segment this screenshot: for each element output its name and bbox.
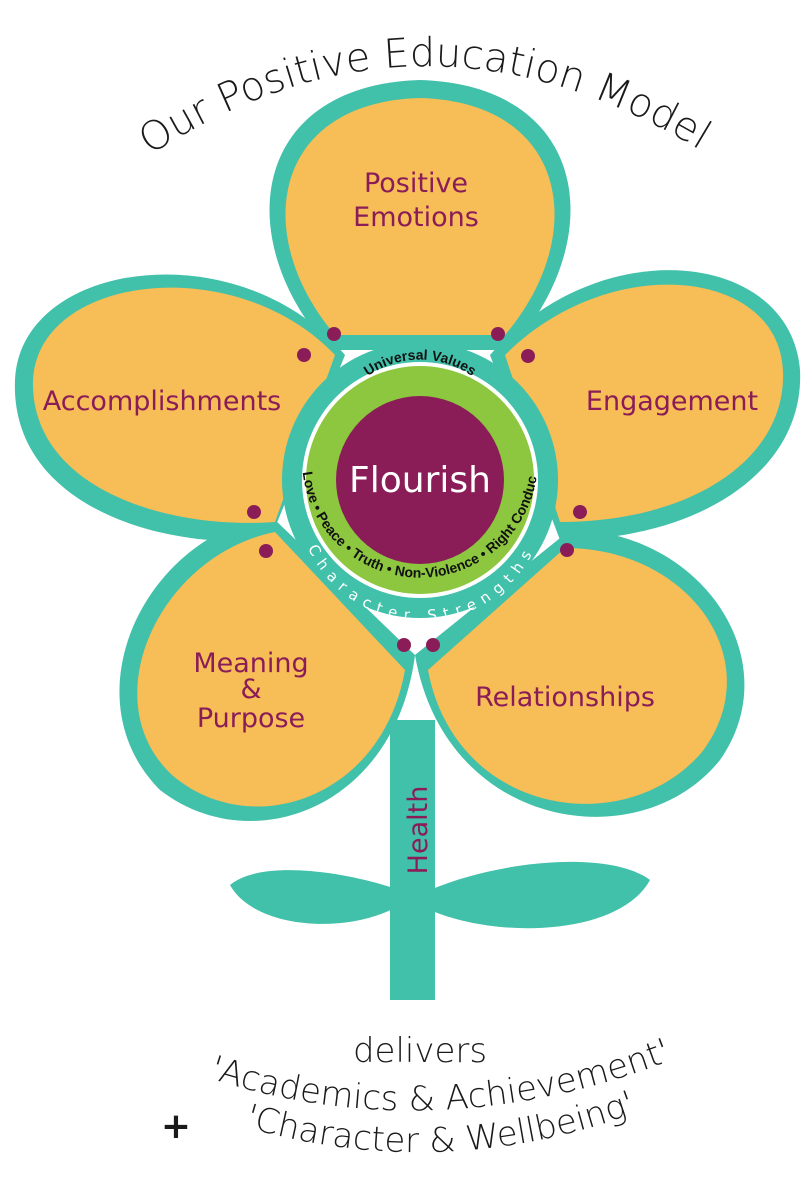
petal-bottom-left: [137, 532, 405, 807]
dot: [426, 638, 440, 652]
right-leaf: [430, 861, 650, 929]
footer-plus: +: [161, 1106, 191, 1147]
stem: [390, 720, 435, 1000]
left-leaf: [230, 870, 400, 924]
petal-top-label-2: Emotions: [353, 202, 479, 233]
petal-fills: [32, 98, 784, 807]
dot: [297, 348, 311, 362]
petal-bottom-left-label-3: Purpose: [197, 703, 305, 734]
stem-group: [230, 720, 650, 1000]
stem-label: Health: [403, 786, 434, 875]
petal-bottom-left-label-2: &: [240, 674, 261, 705]
petal-bottom-right-label: Relationships: [475, 682, 655, 713]
petal-left-label: Accomplishments: [43, 386, 282, 417]
petal-left: [32, 287, 335, 523]
petal-bottom-right: [428, 548, 727, 804]
dot: [573, 505, 587, 519]
dot: [327, 327, 341, 341]
petal-bottom-left-label-1: Meaning: [193, 648, 308, 679]
flourish-label: Flourish: [349, 460, 491, 501]
petal-top: [285, 98, 555, 335]
flourish-circle: [336, 396, 504, 564]
dot: [560, 543, 574, 557]
petal-right-label: Engagement: [586, 386, 758, 417]
dots: [247, 327, 587, 652]
dot: [521, 349, 535, 363]
petal-top-label-1: Positive: [364, 168, 468, 199]
dot: [397, 638, 411, 652]
dot: [491, 327, 505, 341]
footer-line1: delivers: [353, 1031, 487, 1071]
petal-right: [505, 284, 784, 522]
dot: [247, 505, 261, 519]
dot: [259, 544, 273, 558]
